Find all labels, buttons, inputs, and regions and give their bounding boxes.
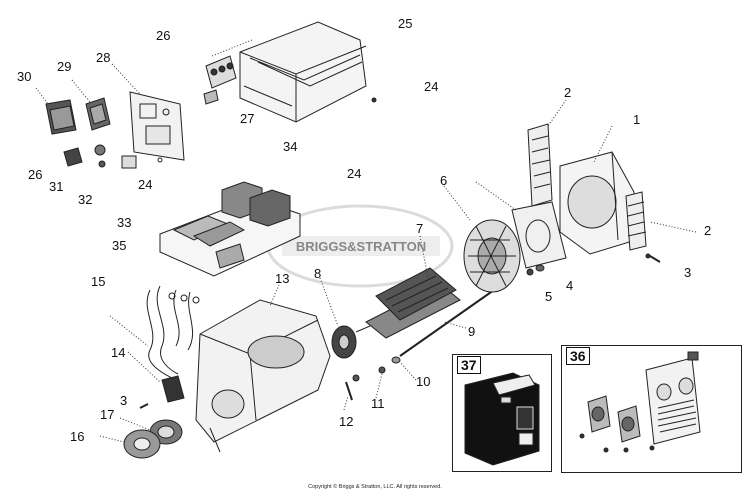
part-8-bearing — [332, 326, 356, 358]
callout-9: 9 — [468, 324, 476, 339]
part-28-control-panel — [130, 92, 184, 162]
callout-34: 34 — [283, 139, 298, 154]
part-5-screw — [527, 269, 533, 275]
callout-2: 2 — [704, 223, 712, 238]
callout-15: 15 — [91, 274, 106, 289]
callout-11: 11 — [371, 396, 385, 411]
part-3-screw — [140, 254, 660, 408]
callout-12: 12 — [339, 414, 354, 429]
part-32-knob — [95, 145, 105, 167]
generator-assembly-drawing — [453, 355, 551, 471]
part-7-rotor — [356, 268, 460, 338]
callout-28: 28 — [96, 50, 111, 65]
part-26-terminal — [204, 56, 236, 104]
part-10-washer — [392, 357, 400, 363]
callout-16: 16 — [70, 429, 85, 444]
callout-13: 13 — [275, 271, 290, 286]
part-13-stator-housing — [196, 300, 330, 452]
callout-10: 10 — [416, 374, 431, 389]
part-33-circuit-board — [160, 182, 300, 276]
watermark-text: BRIGGS&STRATTON — [296, 239, 426, 254]
callout-24: 24 — [347, 166, 362, 181]
callout-30: 30 — [17, 69, 32, 84]
part-2-grill-right — [626, 192, 646, 250]
part-25-top-cover — [240, 22, 366, 122]
leader-lines — [36, 40, 696, 442]
part-1-adapter — [560, 152, 636, 254]
part-2-grill-left — [528, 124, 552, 206]
part-15-wire-harness — [147, 286, 199, 378]
callout-26: 26 — [28, 167, 43, 182]
callout-25: 25 — [398, 16, 413, 31]
part-31-knob — [64, 148, 82, 166]
inset-label-37: 37 — [457, 356, 481, 374]
callout-8: 8 — [314, 266, 322, 281]
callout-6: 6 — [440, 173, 448, 188]
part-38-gasket — [512, 202, 566, 268]
callout-26: 26 — [156, 28, 171, 43]
callout-7: 7 — [416, 221, 424, 236]
callout-24: 24 — [138, 177, 153, 192]
callout-24: 24 — [424, 79, 439, 94]
part-24-label — [122, 98, 376, 168]
part-11-nut — [353, 367, 385, 381]
callout-27: 27 — [240, 111, 255, 126]
callout-31: 31 — [49, 179, 64, 194]
part-14-connector — [162, 376, 184, 402]
part-29-receptacle — [86, 98, 110, 130]
callout-1: 1 — [633, 112, 641, 127]
callout-2: 2 — [564, 85, 572, 100]
inset-box-36 — [561, 345, 742, 473]
callout-3: 3 — [684, 265, 692, 280]
part-12-screw — [346, 382, 352, 400]
part-9-bolt — [400, 290, 494, 356]
callout-29: 29 — [57, 59, 72, 74]
panel-assembly-drawing — [562, 346, 741, 472]
callout-35: 35 — [112, 238, 127, 253]
callout-4: 4 — [566, 278, 574, 293]
part-30-breaker — [46, 100, 76, 134]
inset-label-36: 36 — [566, 347, 590, 365]
part-4-washer — [536, 265, 544, 271]
part-6-fan — [464, 220, 520, 292]
callout-14: 14 — [111, 345, 126, 360]
callout-17: 17 — [100, 407, 115, 422]
copyright-notice: Copyright © Briggs & Stratton, LLC. All … — [308, 484, 442, 490]
callout-5: 5 — [545, 289, 553, 304]
callout-33: 33 — [117, 215, 132, 230]
callout-32: 32 — [78, 192, 93, 207]
part-16-end-cap — [124, 430, 160, 458]
callout-3: 3 — [120, 393, 128, 408]
